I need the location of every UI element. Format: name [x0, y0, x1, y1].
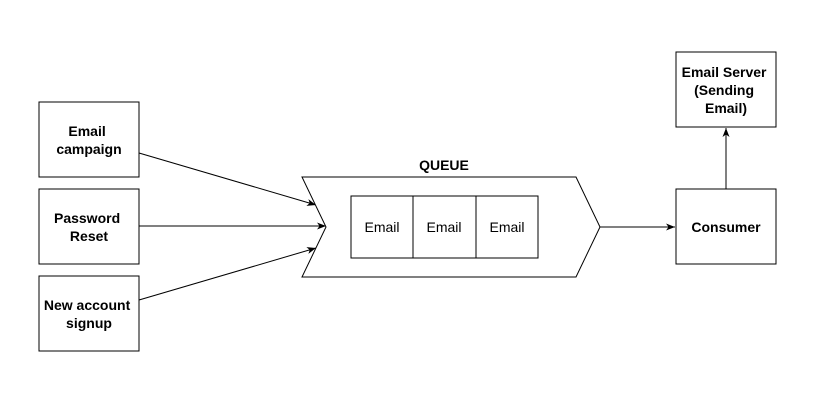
svg-text:Consumer: Consumer: [691, 219, 761, 235]
queue-item: Email: [412, 195, 477, 259]
queue-item: Email: [475, 195, 539, 259]
queue-title: QUEUE: [419, 157, 469, 173]
svg-text:Email: Email: [364, 219, 399, 235]
svg-text:Email Server (Sending: Email Server (Sending Email): [682, 64, 771, 116]
producer-box-email-campaign: Email campaign: [38, 101, 140, 178]
email-server-box: Email Server (Sending Email): [675, 51, 777, 128]
arrow-email-campaign-to-queue: [138, 152, 317, 206]
svg-text:Email: Email: [489, 219, 524, 235]
svg-text:Email campaign: Email campaign: [56, 123, 121, 157]
svg-text:Email: Email: [426, 219, 461, 235]
svg-text:New account signup: New account signup: [44, 297, 134, 331]
producer-box-password-reset: Password Reset: [38, 188, 140, 265]
producer-box-new-account-signup: New account signup: [38, 275, 140, 352]
arrow-new-account-to-queue: [138, 247, 317, 301]
consumer-box: Consumer: [675, 188, 777, 265]
queue-item: Email: [350, 195, 414, 259]
svg-text:Password Reset: Password Reset: [54, 210, 124, 244]
